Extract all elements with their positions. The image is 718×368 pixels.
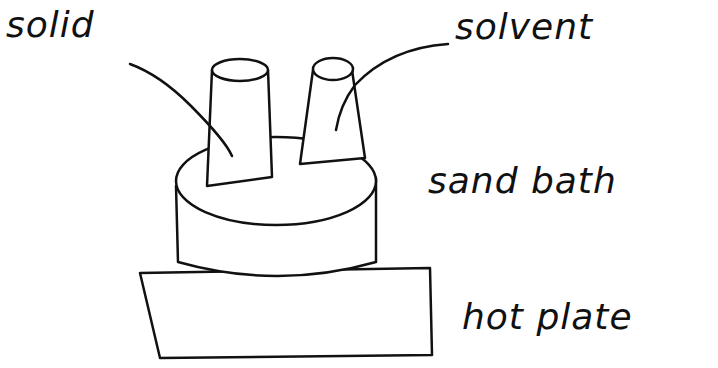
leader-line <box>336 44 448 130</box>
hot-plate-shape <box>140 268 432 358</box>
part-label: solid <box>6 4 95 45</box>
leader-line <box>130 64 232 156</box>
test-tube <box>207 70 272 186</box>
part-label: solvent <box>455 6 593 47</box>
test-tube-mouth <box>212 59 268 81</box>
test-tube-mouth <box>313 58 353 80</box>
part-label: sand bath <box>428 160 617 201</box>
part-label: hot plate <box>462 296 633 337</box>
